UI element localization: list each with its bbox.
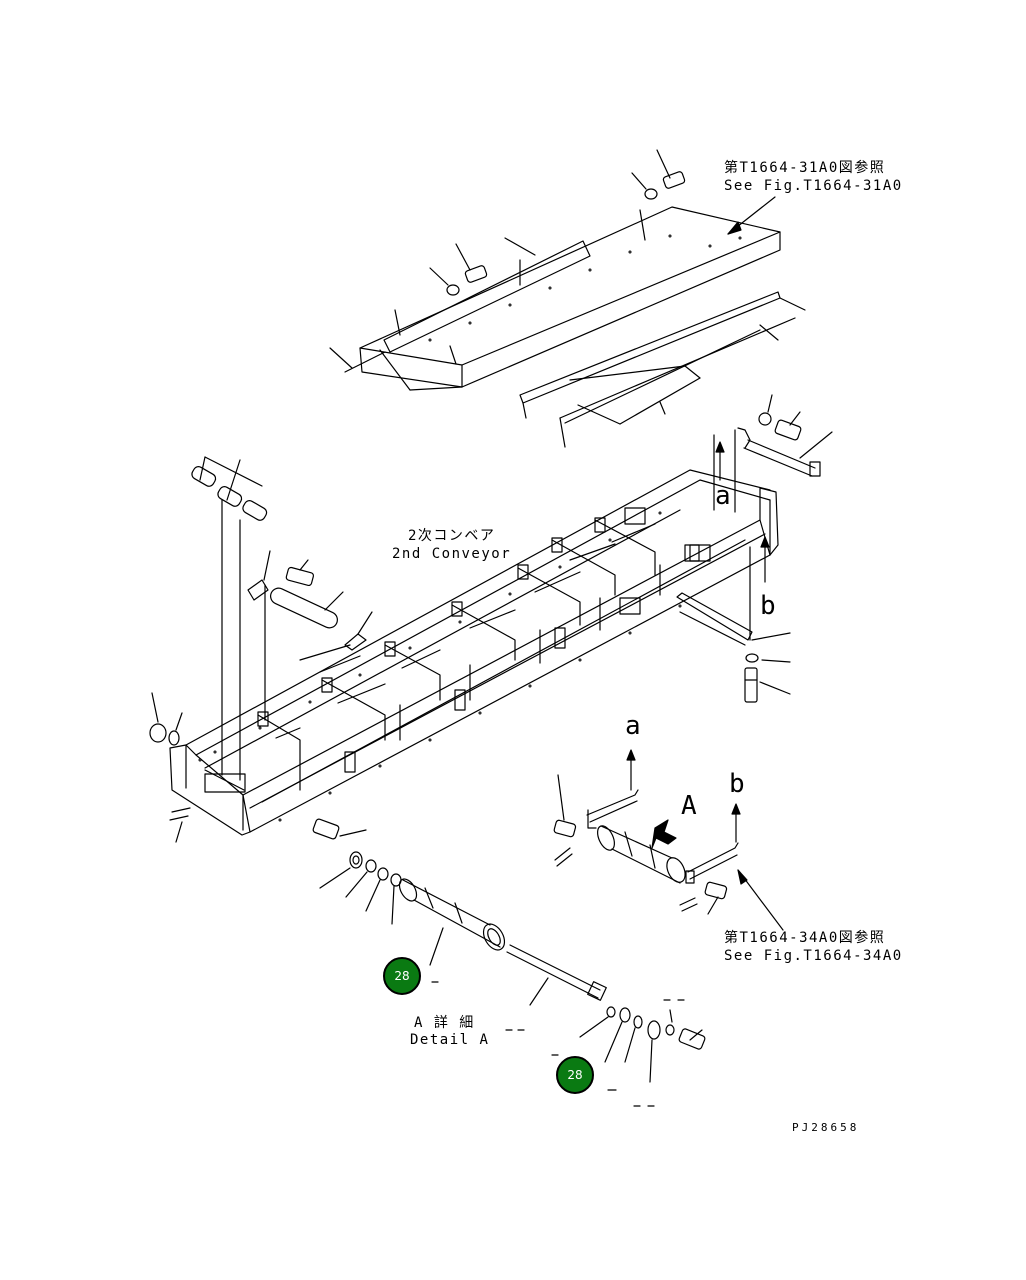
ref-label-top-en: See Fig.T1664-31A0: [724, 178, 903, 194]
part-callout-28[interactable]: 28: [556, 1056, 594, 1094]
arrow-label-a-top: a: [715, 481, 731, 511]
detail-label-en: Detail A: [410, 1032, 490, 1048]
rail-strips: [519, 291, 806, 448]
ref-arrowhead-top: [727, 221, 742, 235]
ref-label-bottom-jp: 第T1664-34A0図参照: [724, 930, 886, 946]
top-cover-assembly: [329, 149, 781, 391]
ref-label-bottom-en: See Fig.T1664-34A0: [724, 948, 903, 964]
conveyor-label-en: 2nd Conveyor: [392, 546, 512, 562]
arrow-label-b-detail: b: [729, 769, 745, 799]
arrow-label-b-top: b: [760, 591, 776, 621]
arrow-label-a-detail: a: [625, 711, 641, 741]
right-parts: [676, 394, 833, 703]
drawing-id: PJ28658: [792, 1121, 860, 1134]
part-callout-28[interactable]: 28: [383, 957, 421, 995]
left-top-parts: [149, 456, 373, 843]
detail-a-drawing: [312, 749, 784, 1107]
detail-label-jp: A 詳 細: [414, 1015, 475, 1031]
conveyor-label-jp: 2次コンベア: [408, 528, 496, 544]
view-label-A: A: [681, 791, 697, 821]
conveyor-frame: [169, 469, 779, 836]
ref-label-top-jp: 第T1664-31A0図参照: [724, 160, 886, 176]
